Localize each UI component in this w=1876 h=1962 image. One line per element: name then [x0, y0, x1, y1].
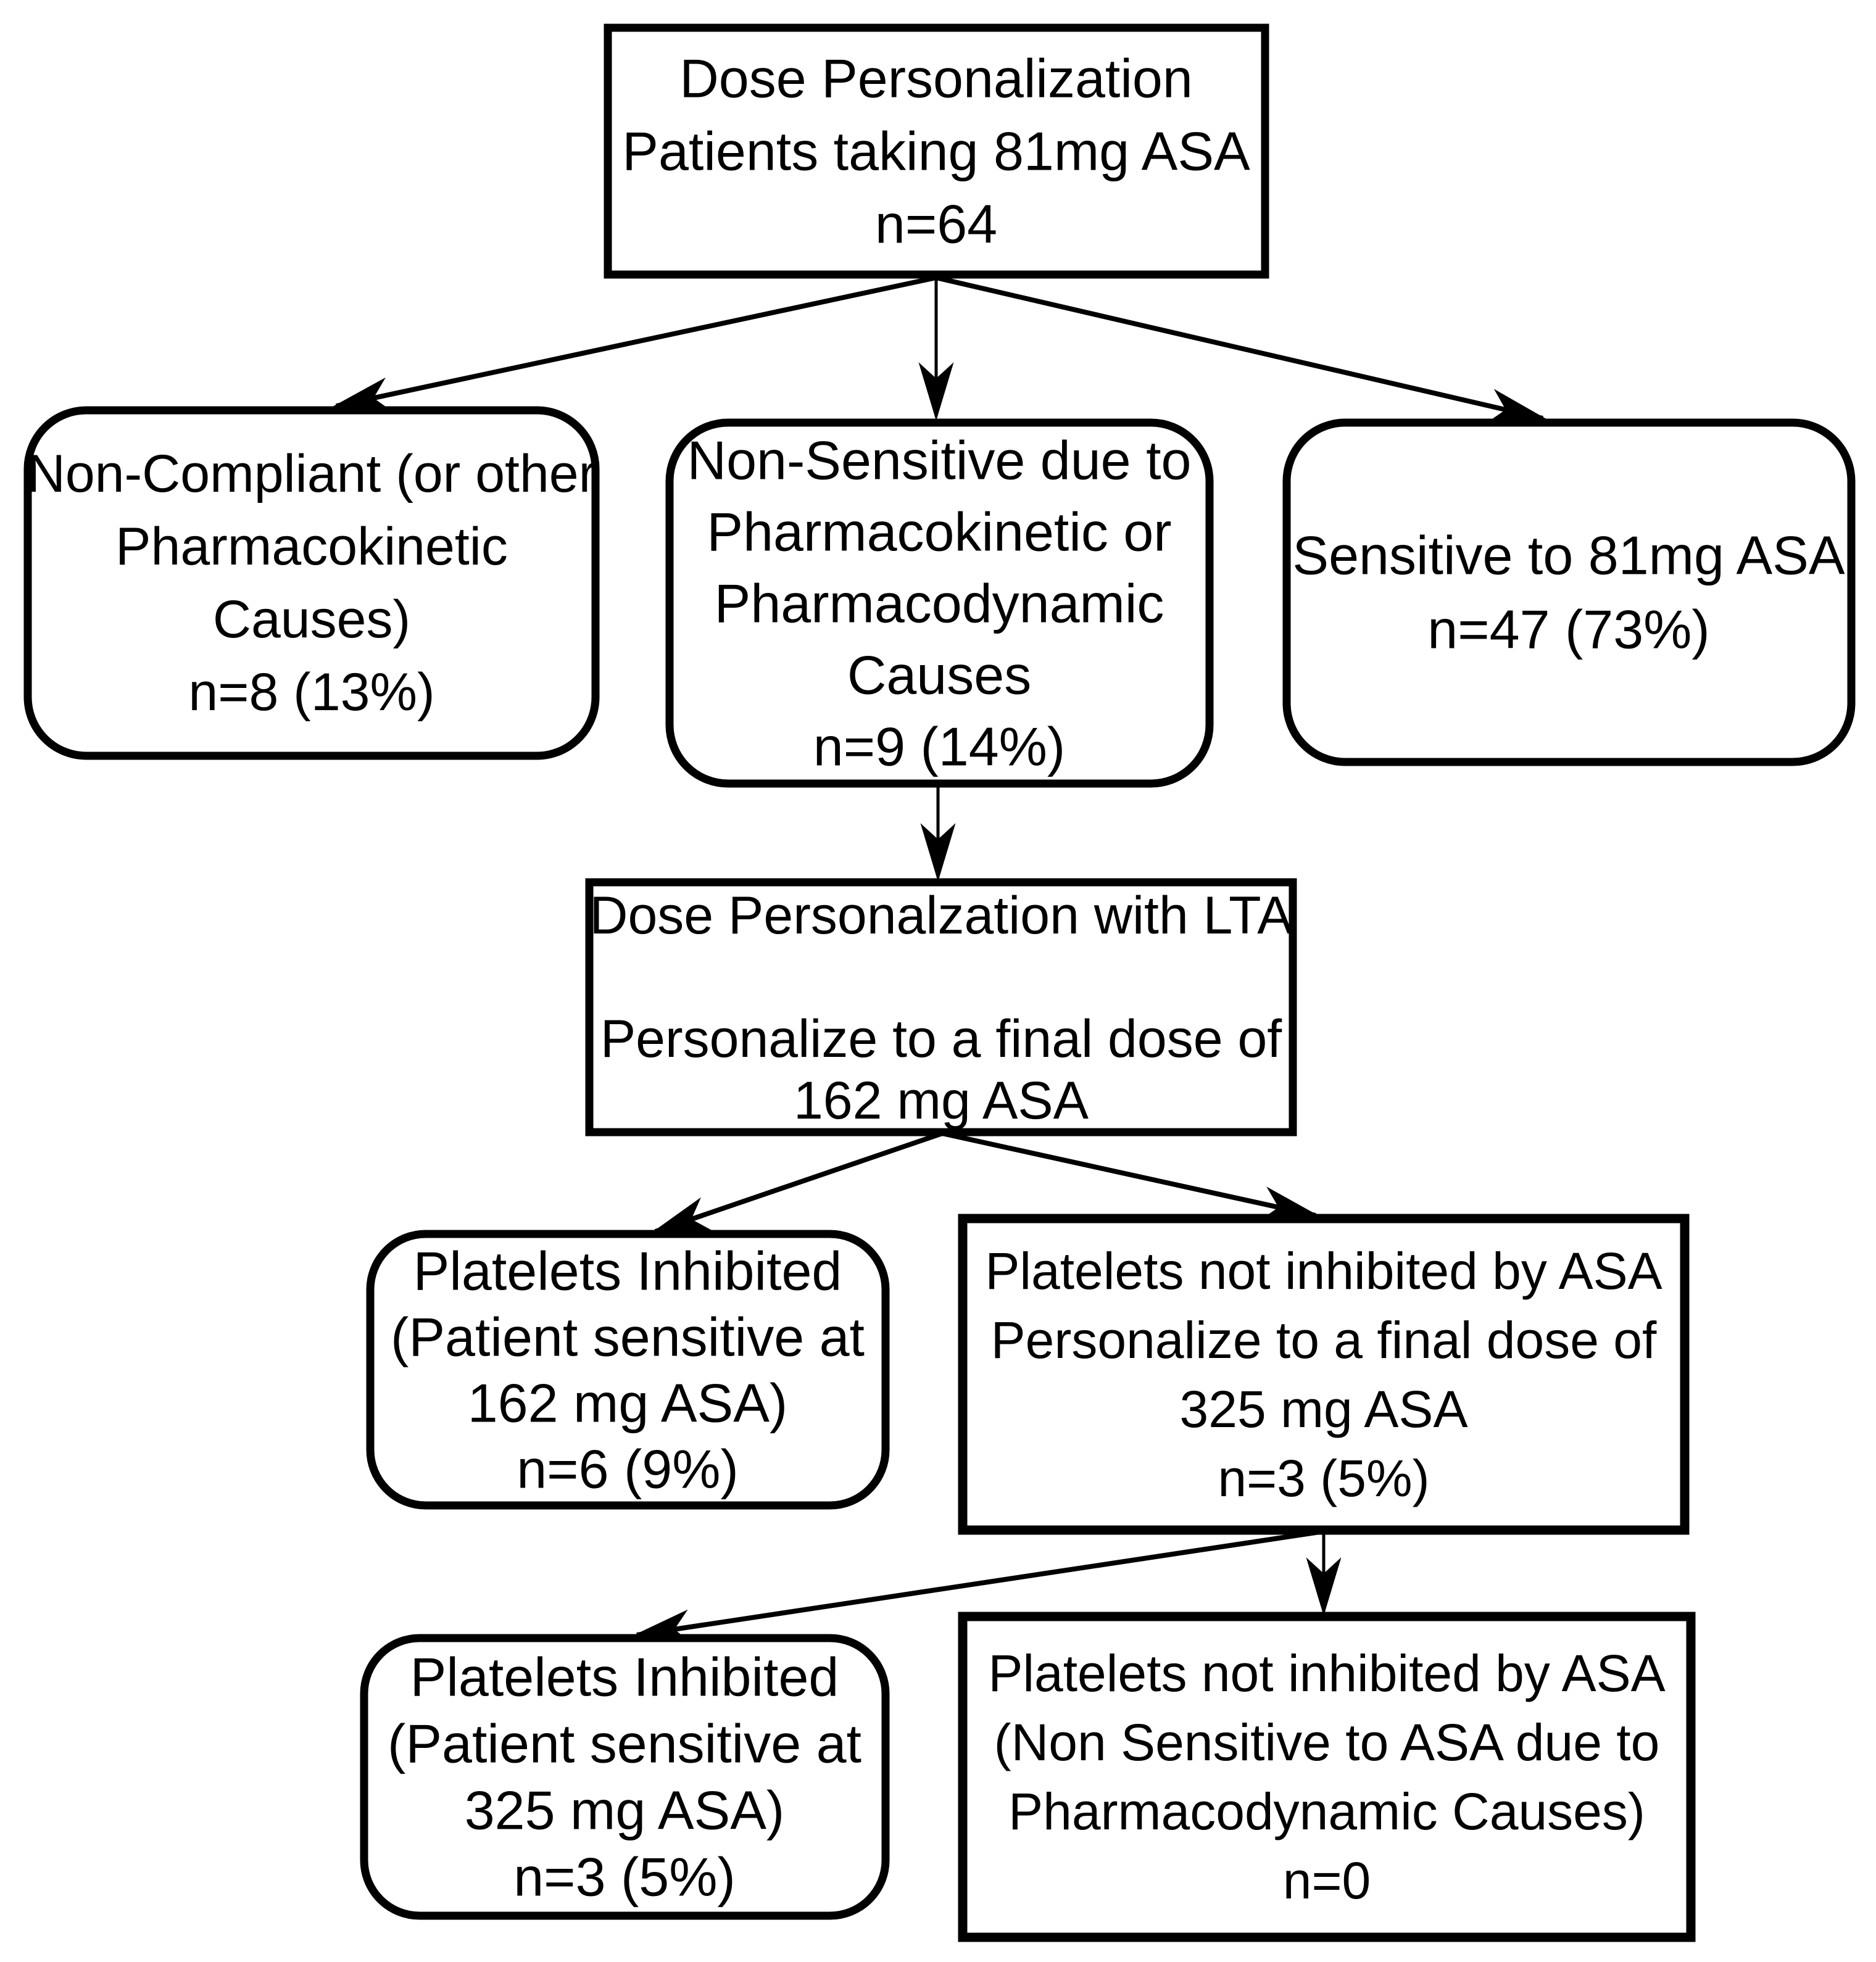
edge-root-to-non-compliant [332, 275, 937, 412]
text-line: n=8 (13%) [188, 663, 434, 722]
text-line: n=64 [875, 194, 997, 255]
node-box [958, 1612, 1696, 1942]
edge-not-inhibited-325-to-inhibited-325 [632, 1529, 1324, 1645]
text-line: Personalize to a final dose of [991, 1311, 1657, 1369]
text-line: (Non Sensitive to ASA due to [994, 1713, 1660, 1771]
node-box [958, 1214, 1690, 1535]
text-line: (Patient sensitive at [391, 1307, 865, 1368]
text-line: Non-Sensitive due to [687, 430, 1192, 491]
node-not-inhibited-0: Platelets not inhibited by ASA (Non Sens… [958, 1612, 1696, 1942]
text-line: 162 mg ASA [794, 1071, 1089, 1130]
text-line: n=0 [1283, 1852, 1371, 1910]
text-line: Platelets Inhibited [413, 1241, 842, 1302]
edge-root-to-sensitive-81 [936, 275, 1547, 423]
edge-lta-to-inhibited-162 [651, 1131, 944, 1234]
text-line: Platelets Inhibited [410, 1647, 839, 1708]
node-box [604, 23, 1269, 279]
text-line: n=47 (73%) [1427, 599, 1709, 660]
text-line: 162 mg ASA) [468, 1373, 788, 1434]
node-non-sensitive: Non-Sensitive due to Pharmacokinetic or … [665, 418, 1214, 788]
node-box [360, 1634, 890, 1920]
node-dose-personalization-root: Dose Personalization Patients taking 81m… [604, 23, 1269, 279]
node-box [585, 878, 1297, 1136]
text-line: n=6 (9%) [517, 1439, 739, 1500]
text-line: 325 mg ASA) [465, 1780, 785, 1841]
text-line: Sensitive to 81mg ASA [1292, 525, 1845, 586]
node-lta: Dose Personalzation with LTA Personalize… [585, 878, 1297, 1136]
text-line: 325 mg ASA [1180, 1380, 1468, 1438]
text-line: Non-Compliant (or other [27, 444, 596, 503]
text-line: Platelets not inhibited by ASA [985, 1242, 1662, 1300]
edges [332, 275, 1547, 1645]
node-not-inhibited-325: Platelets not inhibited by ASA Personali… [958, 1214, 1690, 1535]
text-line: Causes) [213, 590, 410, 649]
text-line: Pharmacodynamic Causes) [1008, 1782, 1645, 1840]
text-line: Platelets not inhibited by ASA [988, 1644, 1665, 1702]
text-line: Personalize to a final dose of [600, 1009, 1282, 1069]
node-box [665, 418, 1214, 788]
node-sensitive-81: Sensitive to 81mg ASA n=47 (73%) [1282, 418, 1856, 766]
text-line: Dose Personalization [679, 48, 1193, 109]
text-line: Pharmacodynamic [715, 573, 1164, 634]
text-line: Pharmacokinetic or [707, 502, 1171, 563]
text-line: n=9 (14%) [813, 716, 1065, 777]
edge-lta-to-not-inhibited-325 [942, 1131, 1320, 1221]
node-inhibited-162: Platelets Inhibited (Patient sensitive a… [366, 1230, 890, 1510]
text-line: Dose Personalzation with LTA [589, 886, 1293, 945]
node-non-compliant: Non-Compliant (or other Pharmacokinetic … [23, 406, 600, 760]
text-line: n=3 (5%) [513, 1847, 736, 1908]
node-box [366, 1230, 890, 1510]
text-line: Pharmacokinetic [115, 517, 508, 576]
node-box [1282, 418, 1856, 766]
node-box [23, 406, 600, 760]
text-line: n=3 (5%) [1218, 1449, 1429, 1507]
text-line: Patients taking 81mg ASA [622, 121, 1250, 182]
text-line: Causes [847, 645, 1031, 706]
node-inhibited-325: Platelets Inhibited (Patient sensitive a… [360, 1634, 890, 1920]
text-line: (Patient sensitive at [388, 1713, 861, 1774]
